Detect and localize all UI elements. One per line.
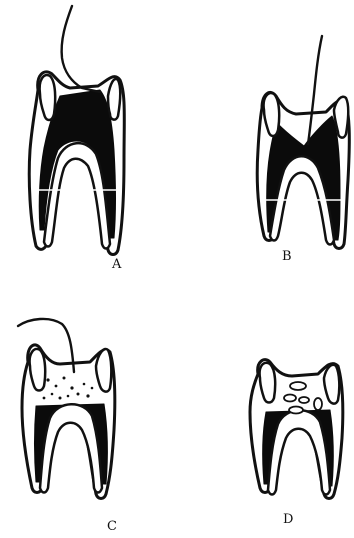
panel-a-label: A [112, 258, 121, 271]
particle-dot [51, 393, 54, 396]
panel-a-tooth [29, 6, 124, 255]
particle-dot [67, 395, 70, 398]
particle-dot [83, 383, 86, 386]
particle-dot [46, 378, 49, 381]
panel-d-label: D [283, 513, 293, 526]
particle-dot [86, 394, 89, 397]
panel-d-tooth [250, 360, 343, 499]
particle-dot [91, 387, 94, 390]
particle-dot [77, 393, 80, 396]
particle-dot [59, 397, 62, 400]
panel-b-label: B [282, 250, 292, 263]
void-bubble [284, 395, 296, 402]
panel-d-pulp [268, 410, 330, 494]
void-bubble [299, 397, 309, 403]
panel-a-right-cusp [108, 79, 120, 120]
particle-dot [55, 385, 58, 388]
particle-dot [43, 397, 46, 400]
void-bubble [290, 382, 306, 390]
particle-dot [63, 377, 66, 380]
panel-b-tooth [257, 36, 349, 249]
panel-c-label: C [107, 520, 117, 533]
panel-c-tooth [18, 319, 115, 499]
void-bubble [289, 407, 303, 414]
panel-a-probe-icon [62, 6, 100, 92]
void-bubble [314, 398, 322, 410]
particle-dot [70, 386, 73, 389]
panel-c-pulp [40, 404, 102, 492]
